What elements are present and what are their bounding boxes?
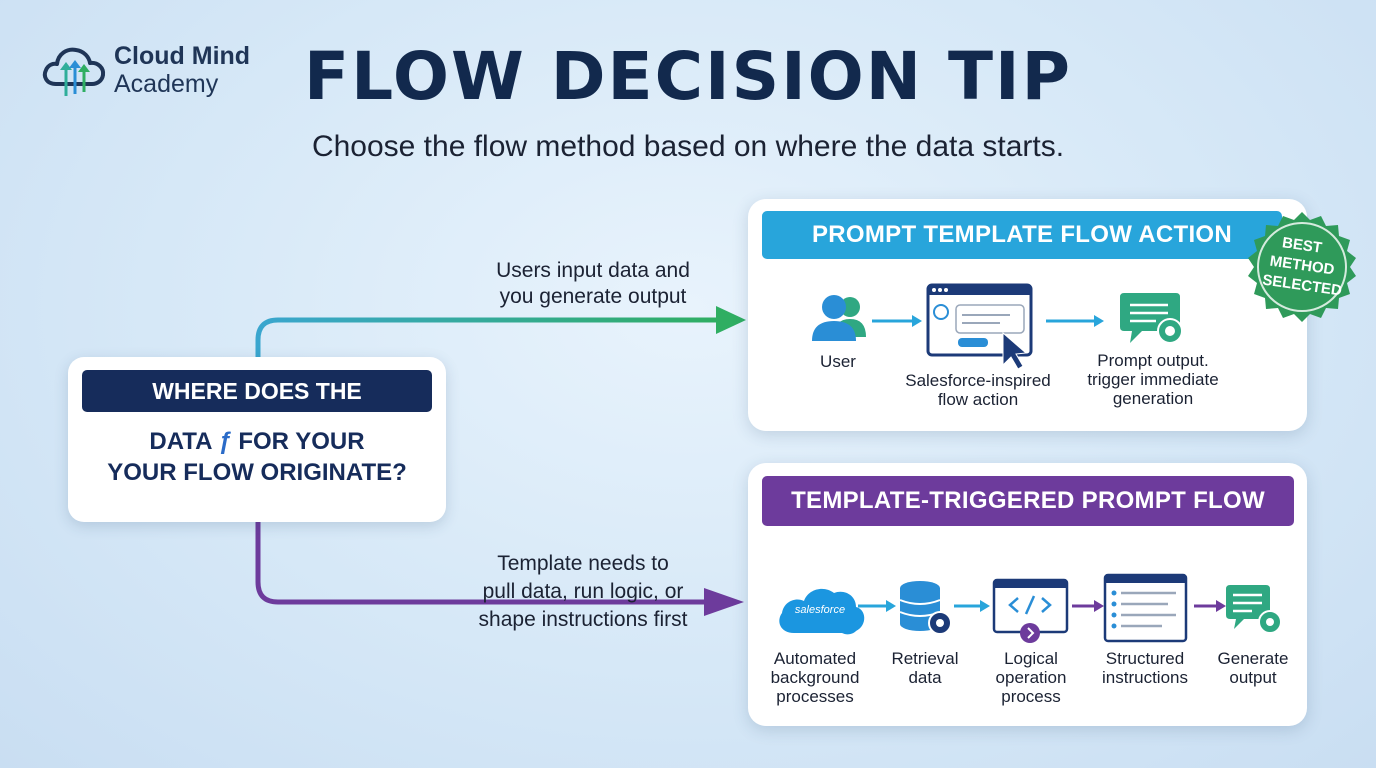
bottom-flow-graphic: salesforce: [779, 573, 1282, 643]
question-word-data: DATA: [149, 428, 212, 455]
flow-glyph-icon: ƒ: [218, 428, 232, 455]
bottom-step-5-line1: Generate: [1217, 649, 1289, 668]
question-line-2: YOUR FLOW ORIGINATE?: [107, 459, 407, 486]
top-step-arrow-1: [872, 315, 922, 327]
top-flow-graphic: [812, 283, 1183, 370]
bottom-step-arrow-1: [858, 600, 896, 612]
bottom-step-3-line1: Logical: [1004, 649, 1058, 668]
top-branch-label: Users input data and you generate output: [458, 258, 728, 310]
bottom-step-label-generate: Generate output: [1208, 649, 1298, 687]
user-group-icon: [812, 295, 866, 341]
salesforce-logo-text: salesforce: [795, 604, 845, 616]
top-branch-connector: [255, 317, 718, 357]
top-step-1-line1: User: [820, 352, 856, 371]
database-gear-icon: [899, 581, 952, 635]
top-step-3-line1: Prompt output.: [1097, 351, 1209, 370]
bottom-step-arrow-3: [1072, 600, 1104, 612]
bottom-branch-label-line1: Template needs to: [497, 552, 669, 575]
top-step-arrow-2: [1046, 315, 1104, 327]
bottom-step-label-logical: Logical operation process: [984, 649, 1078, 706]
bottom-step-label-retrieval: Retrieval data: [880, 649, 970, 687]
bottom-step-3-line3: process: [1001, 687, 1061, 706]
bottom-branch-label-line2: pull data, run logic, or: [482, 580, 684, 603]
bottom-step-label-automated: Automated background processes: [760, 649, 870, 706]
page-subtitle: Choose the flow method based on where th…: [311, 130, 1065, 163]
bottom-step-1-line2: background: [770, 668, 860, 687]
bottom-step-1-line3: processes: [776, 687, 854, 706]
bottom-step-2-line1: Retrieval: [891, 649, 959, 668]
logo-name-line1: Cloud Mind: [114, 42, 251, 70]
bottom-step-3-line2: operation: [995, 668, 1067, 687]
question-header: WHERE DOES THE: [82, 370, 432, 412]
bottom-step-1-line1: Automated: [773, 649, 857, 668]
prompt-template-flow-action-card: PROMPT TEMPLATE FLOW ACTION: [748, 199, 1307, 431]
browser-click-icon: [926, 283, 1033, 370]
brand-logo: Cloud Mind Academy: [40, 40, 280, 104]
question-word-for-your: FOR YOUR: [238, 428, 365, 455]
top-branch-label-line1: Users input data and: [496, 259, 690, 282]
seal-icon: [1248, 212, 1356, 322]
bottom-branch-label: Template needs to pull data, run logic, …: [448, 550, 718, 634]
bottom-step-2-line2: data: [908, 668, 942, 687]
best-method-badge: BEST METHOD SELECTED: [1240, 205, 1364, 329]
bottom-branch-arrowhead: [704, 588, 744, 616]
card-top-header: PROMPT TEMPLATE FLOW ACTION: [762, 211, 1282, 259]
chat-gear-icon: [1226, 585, 1282, 634]
top-branch-arrowhead: [716, 306, 746, 334]
salesforce-cloud-icon: salesforce: [779, 588, 865, 635]
top-branch-label-line2: you generate output: [499, 285, 687, 308]
bottom-step-arrow-4: [1194, 600, 1226, 612]
document-list-icon: [1103, 573, 1188, 643]
top-step-2-line1: Salesforce-inspired: [905, 371, 1051, 390]
bottom-branch-label-line3: shape instructions first: [478, 608, 688, 631]
question-line-1: DATA ƒ FOR YOUR: [68, 428, 446, 456]
decision-question-box: WHERE DOES THE DATA ƒ FOR YOUR YOUR FLOW…: [68, 357, 446, 522]
code-window-icon: [992, 578, 1069, 643]
top-step-label-user: User: [788, 352, 888, 371]
bottom-step-label-structured: Structured instructions: [1090, 649, 1200, 687]
top-step-label-flow-action: Salesforce-inspired flow action: [888, 371, 1068, 409]
top-step-2-line2: flow action: [937, 390, 1019, 409]
bottom-branch-connector: [255, 522, 706, 605]
chat-gear-icon: [1120, 293, 1183, 344]
page-title: FLOW DECISION TIP: [304, 38, 1072, 115]
bottom-step-4-line1: Structured: [1105, 649, 1185, 668]
top-step-3-line3: generation: [1112, 389, 1194, 408]
bottom-step-arrow-2: [954, 600, 990, 612]
card-bottom-header: TEMPLATE-TRIGGERED PROMPT FLOW: [762, 476, 1294, 526]
cloud-upload-icon: [42, 47, 106, 96]
top-step-3-line2: trigger immediate: [1087, 370, 1219, 389]
logo-name-line2: Academy: [114, 70, 219, 98]
bottom-step-4-line2: instructions: [1102, 668, 1188, 687]
template-triggered-prompt-flow-card: TEMPLATE-TRIGGERED PROMPT FLOW salesforc…: [748, 463, 1307, 726]
bottom-step-5-line2: output: [1229, 668, 1277, 687]
top-step-label-prompt-output: Prompt output. trigger immediate generat…: [1068, 351, 1238, 408]
